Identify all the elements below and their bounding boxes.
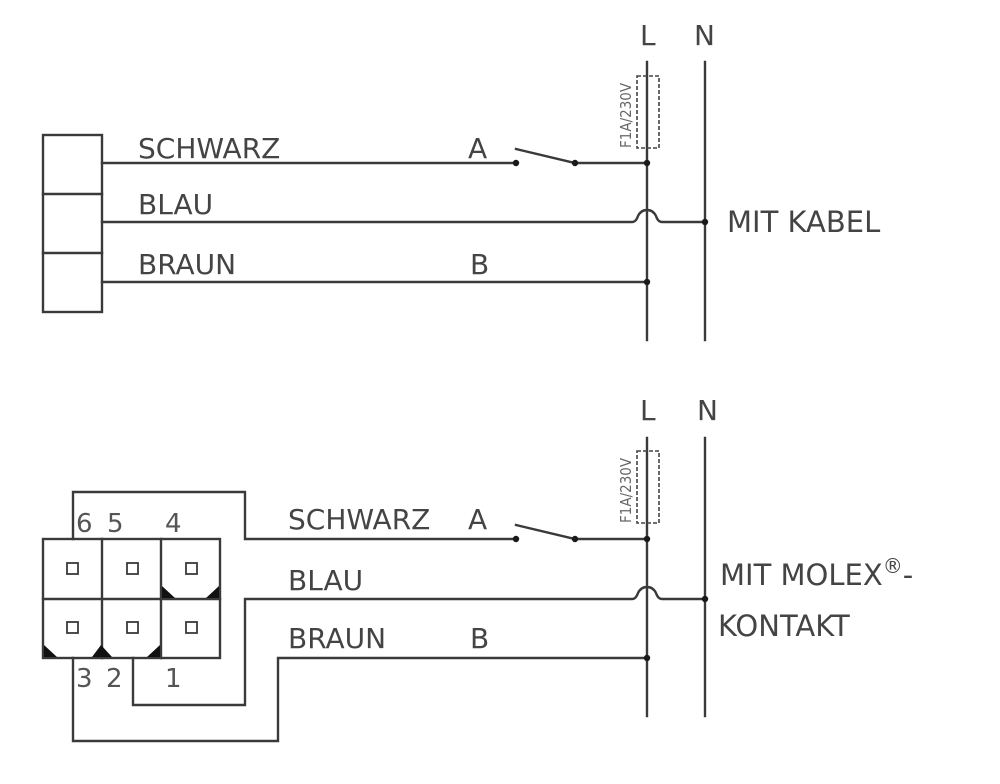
junction-dot xyxy=(643,278,651,286)
wire-label-blue: BLAU xyxy=(288,564,363,597)
rail-label-L: L xyxy=(640,19,656,52)
pin-number-4: 4 xyxy=(165,509,182,539)
switch xyxy=(512,523,579,543)
pin-number-2: 2 xyxy=(106,664,123,694)
pin-2 xyxy=(126,621,139,634)
terminal-label-b: B xyxy=(470,248,489,281)
pin-number-5: 5 xyxy=(107,509,124,539)
wire-label-brown: BRAUN xyxy=(288,622,386,655)
wire-label-blue: BLAU xyxy=(138,188,213,221)
pin-6 xyxy=(66,562,79,575)
junction-dot xyxy=(701,595,709,603)
junction-dot xyxy=(643,159,651,167)
pin-number-6: 6 xyxy=(76,509,93,539)
pin-number-1: 1 xyxy=(165,664,182,694)
registered-mark: ® xyxy=(883,554,903,578)
caption-molex-text: MIT MOLEX xyxy=(720,558,883,592)
terminal-block-outline xyxy=(41,133,104,314)
fuse-label: F1A/230V xyxy=(617,457,635,523)
switch-contact xyxy=(571,535,579,543)
pin-4 xyxy=(185,562,198,575)
terminal-label-a: A xyxy=(468,503,487,536)
caption-cable: MIT KABEL xyxy=(727,205,880,239)
fuse xyxy=(636,75,660,149)
junction-dot xyxy=(643,654,651,662)
caption-dash: - xyxy=(903,558,913,592)
wire-label-black: SCHWARZ xyxy=(138,132,280,165)
switch xyxy=(512,147,579,167)
wire-label-brown: BRAUN xyxy=(138,248,236,281)
wire-brown xyxy=(71,656,649,743)
key-marker xyxy=(162,586,175,598)
key-marker xyxy=(44,645,57,657)
rail-label-L: L xyxy=(640,394,656,427)
pin-number-3: 3 xyxy=(76,664,93,694)
wire-label-black: SCHWARZ xyxy=(288,503,430,536)
junction-dot xyxy=(643,535,651,543)
molex-variant: 6 5 4 3 2 1 SCHWARZ BLAU BRAUN A B L N F… xyxy=(41,394,913,743)
pin-5 xyxy=(126,562,139,575)
cable-variant: SCHWARZ BLAU BRAUN A B L N F1A/230V MIT … xyxy=(41,19,880,342)
switch-lever xyxy=(514,147,577,165)
cable-terminal-block xyxy=(41,133,104,314)
caption-molex-line1: MIT MOLEX®- xyxy=(720,554,913,592)
switch-contact xyxy=(512,535,520,543)
pin-1 xyxy=(185,621,198,634)
caption-molex-line2: KONTAKT xyxy=(718,609,850,643)
rail-label-N: N xyxy=(694,19,715,52)
terminal-label-a: A xyxy=(468,132,487,165)
pin-3 xyxy=(66,621,79,634)
terminal-label-b: B xyxy=(470,622,489,655)
fuse xyxy=(636,450,660,524)
junction-dot xyxy=(701,218,709,226)
switch-contact xyxy=(512,159,520,167)
wire-black xyxy=(71,490,518,541)
key-marker xyxy=(206,586,219,598)
molex-connector xyxy=(41,537,222,660)
switch-lever xyxy=(514,523,577,541)
rail-label-N: N xyxy=(697,394,718,427)
key-marker xyxy=(92,645,112,657)
switch-contact xyxy=(571,159,579,167)
key-marker xyxy=(147,645,160,657)
fuse-label: F1A/230V xyxy=(617,82,635,148)
